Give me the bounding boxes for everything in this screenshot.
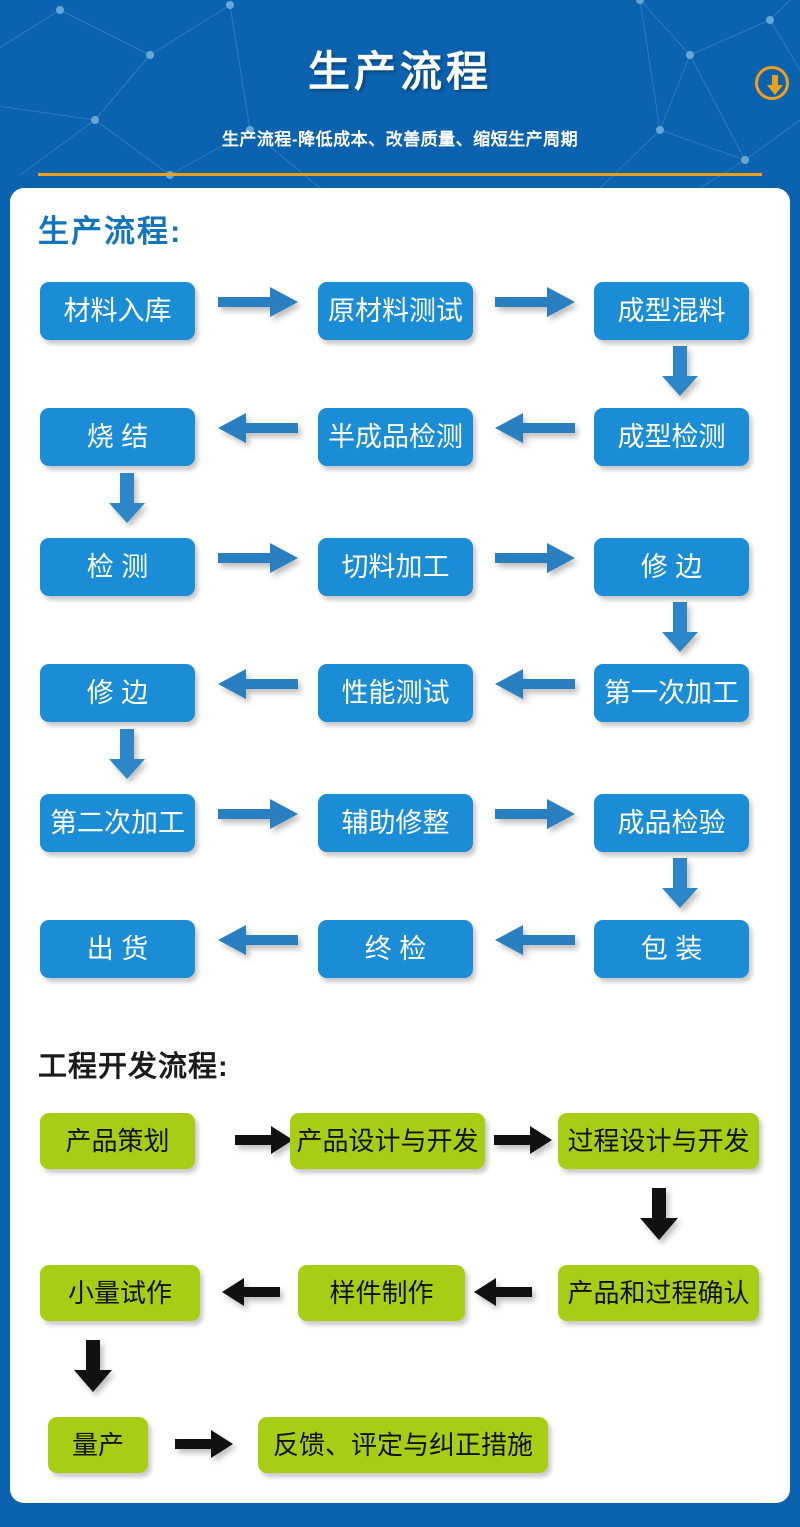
arrow-down-c1-r4r5 [105,729,149,779]
arrow-left-g2c2 [222,1278,282,1306]
node-label: 过程设计与开发 [567,1126,750,1156]
arrow-left-r2c2 [218,413,300,443]
node-forming-inspection[interactable]: 成型检测 [594,408,749,466]
node-trimming-1[interactable]: 修 边 [594,538,749,596]
node-label: 反馈、评定与纠正措施 [272,1430,533,1460]
node-inspection[interactable]: 检 测 [40,538,195,596]
arrow-down-c3-r1r2 [658,346,702,396]
node-label: 原材料测试 [328,295,463,326]
arrow-right-r5c2 [495,799,577,829]
node-first-processing[interactable]: 第一次加工 [594,664,749,722]
arrow-right-g3c1 [175,1430,235,1458]
node-label: 性能测试 [341,677,450,708]
arrow-down-g-c3 [638,1188,682,1240]
node-label: 产品设计与开发 [296,1126,479,1156]
section-title-engineering: 工程开发流程: [38,1051,229,1083]
node-label: 量产 [71,1430,124,1460]
arrow-left-r6c2 [218,925,300,955]
download-arrow-glyph [767,75,783,95]
node-forming-mixing[interactable]: 成型混料 [594,282,749,340]
arrow-right-r3c1 [218,543,300,573]
node-label: 烧 结 [86,421,149,452]
arrow-right-r1c1 [218,287,300,317]
node-second-processing[interactable]: 第二次加工 [40,794,195,852]
node-label: 第二次加工 [50,807,185,838]
page-header: 生产流程 生产流程-降低成本、改善质量、缩短生产周期 [0,0,800,188]
node-label: 半成品检测 [328,421,463,452]
arrow-left-r4c2 [218,669,300,699]
node-auxiliary-finishing[interactable]: 辅助修整 [318,794,473,852]
node-label: 样件制作 [329,1278,434,1308]
node-product-design-development[interactable]: 产品设计与开发 [290,1113,485,1169]
arrow-right-r1c2 [495,287,577,317]
arrow-right-r5c1 [218,799,300,829]
arrow-right-g1c2 [494,1126,554,1154]
arrow-right-r3c2 [495,543,577,573]
arrow-down-c3-r5r6 [658,858,702,908]
node-cutting-processing[interactable]: 切料加工 [318,538,473,596]
section-title-production: 生产流程: [38,214,183,249]
arrow-left-r4c3 [495,669,577,699]
node-label: 修 边 [640,551,703,582]
node-label: 材料入库 [63,295,172,326]
download-icon[interactable] [755,66,789,100]
node-product-process-validation[interactable]: 产品和过程确认 [558,1265,759,1321]
node-semi-finished-inspection[interactable]: 半成品检测 [318,408,473,466]
node-label: 辅助修整 [341,807,450,838]
node-label: 出 货 [86,933,149,964]
node-label: 检 测 [86,551,149,582]
node-performance-test[interactable]: 性能测试 [318,664,473,722]
arrow-left-g2c3 [474,1278,534,1306]
node-material-warehouse[interactable]: 材料入库 [40,282,195,340]
node-raw-material-test[interactable]: 原材料测试 [318,282,473,340]
node-label: 修 边 [86,677,149,708]
arrow-down-c3-r3r4 [658,602,702,652]
arrow-down-c1-r2r3 [105,473,149,523]
node-label: 产品策划 [65,1126,170,1156]
node-feedback-assessment-correction[interactable]: 反馈、评定与纠正措施 [258,1417,548,1473]
content-card: 生产流程: [10,188,790,1503]
node-small-batch-trial[interactable]: 小量试作 [40,1265,200,1321]
node-process-design-development[interactable]: 过程设计与开发 [558,1113,759,1169]
node-label: 第一次加工 [604,677,739,708]
node-product-planning[interactable]: 产品策划 [40,1113,195,1169]
arrow-down-g-c1 [72,1340,116,1392]
arrow-left-r2c3 [495,413,577,443]
node-label: 小量试作 [67,1278,172,1308]
node-label: 包 装 [640,933,703,964]
node-label: 成型混料 [617,295,726,326]
node-label: 切料加工 [341,551,450,582]
node-packaging[interactable]: 包 装 [594,920,749,978]
page-subtitle: 生产流程-降低成本、改善质量、缩短生产周期 [221,130,579,149]
node-final-inspection[interactable]: 终 检 [318,920,473,978]
node-sintering[interactable]: 烧 结 [40,408,195,466]
node-shipping[interactable]: 出 货 [40,920,195,978]
node-sample-making[interactable]: 样件制作 [298,1265,465,1321]
node-label: 成型检测 [617,421,726,452]
node-trimming-2[interactable]: 修 边 [40,664,195,722]
node-label: 终 检 [364,933,427,964]
node-label: 产品和过程确认 [567,1278,750,1308]
arrow-left-r6c3 [495,925,577,955]
page-title: 生产流程 [307,48,492,95]
header-divider [38,173,762,176]
arrow-right-g1c1 [235,1126,295,1154]
node-label: 成品检验 [617,807,726,838]
node-mass-production[interactable]: 量产 [48,1417,148,1473]
node-finished-product-inspection[interactable]: 成品检验 [594,794,749,852]
